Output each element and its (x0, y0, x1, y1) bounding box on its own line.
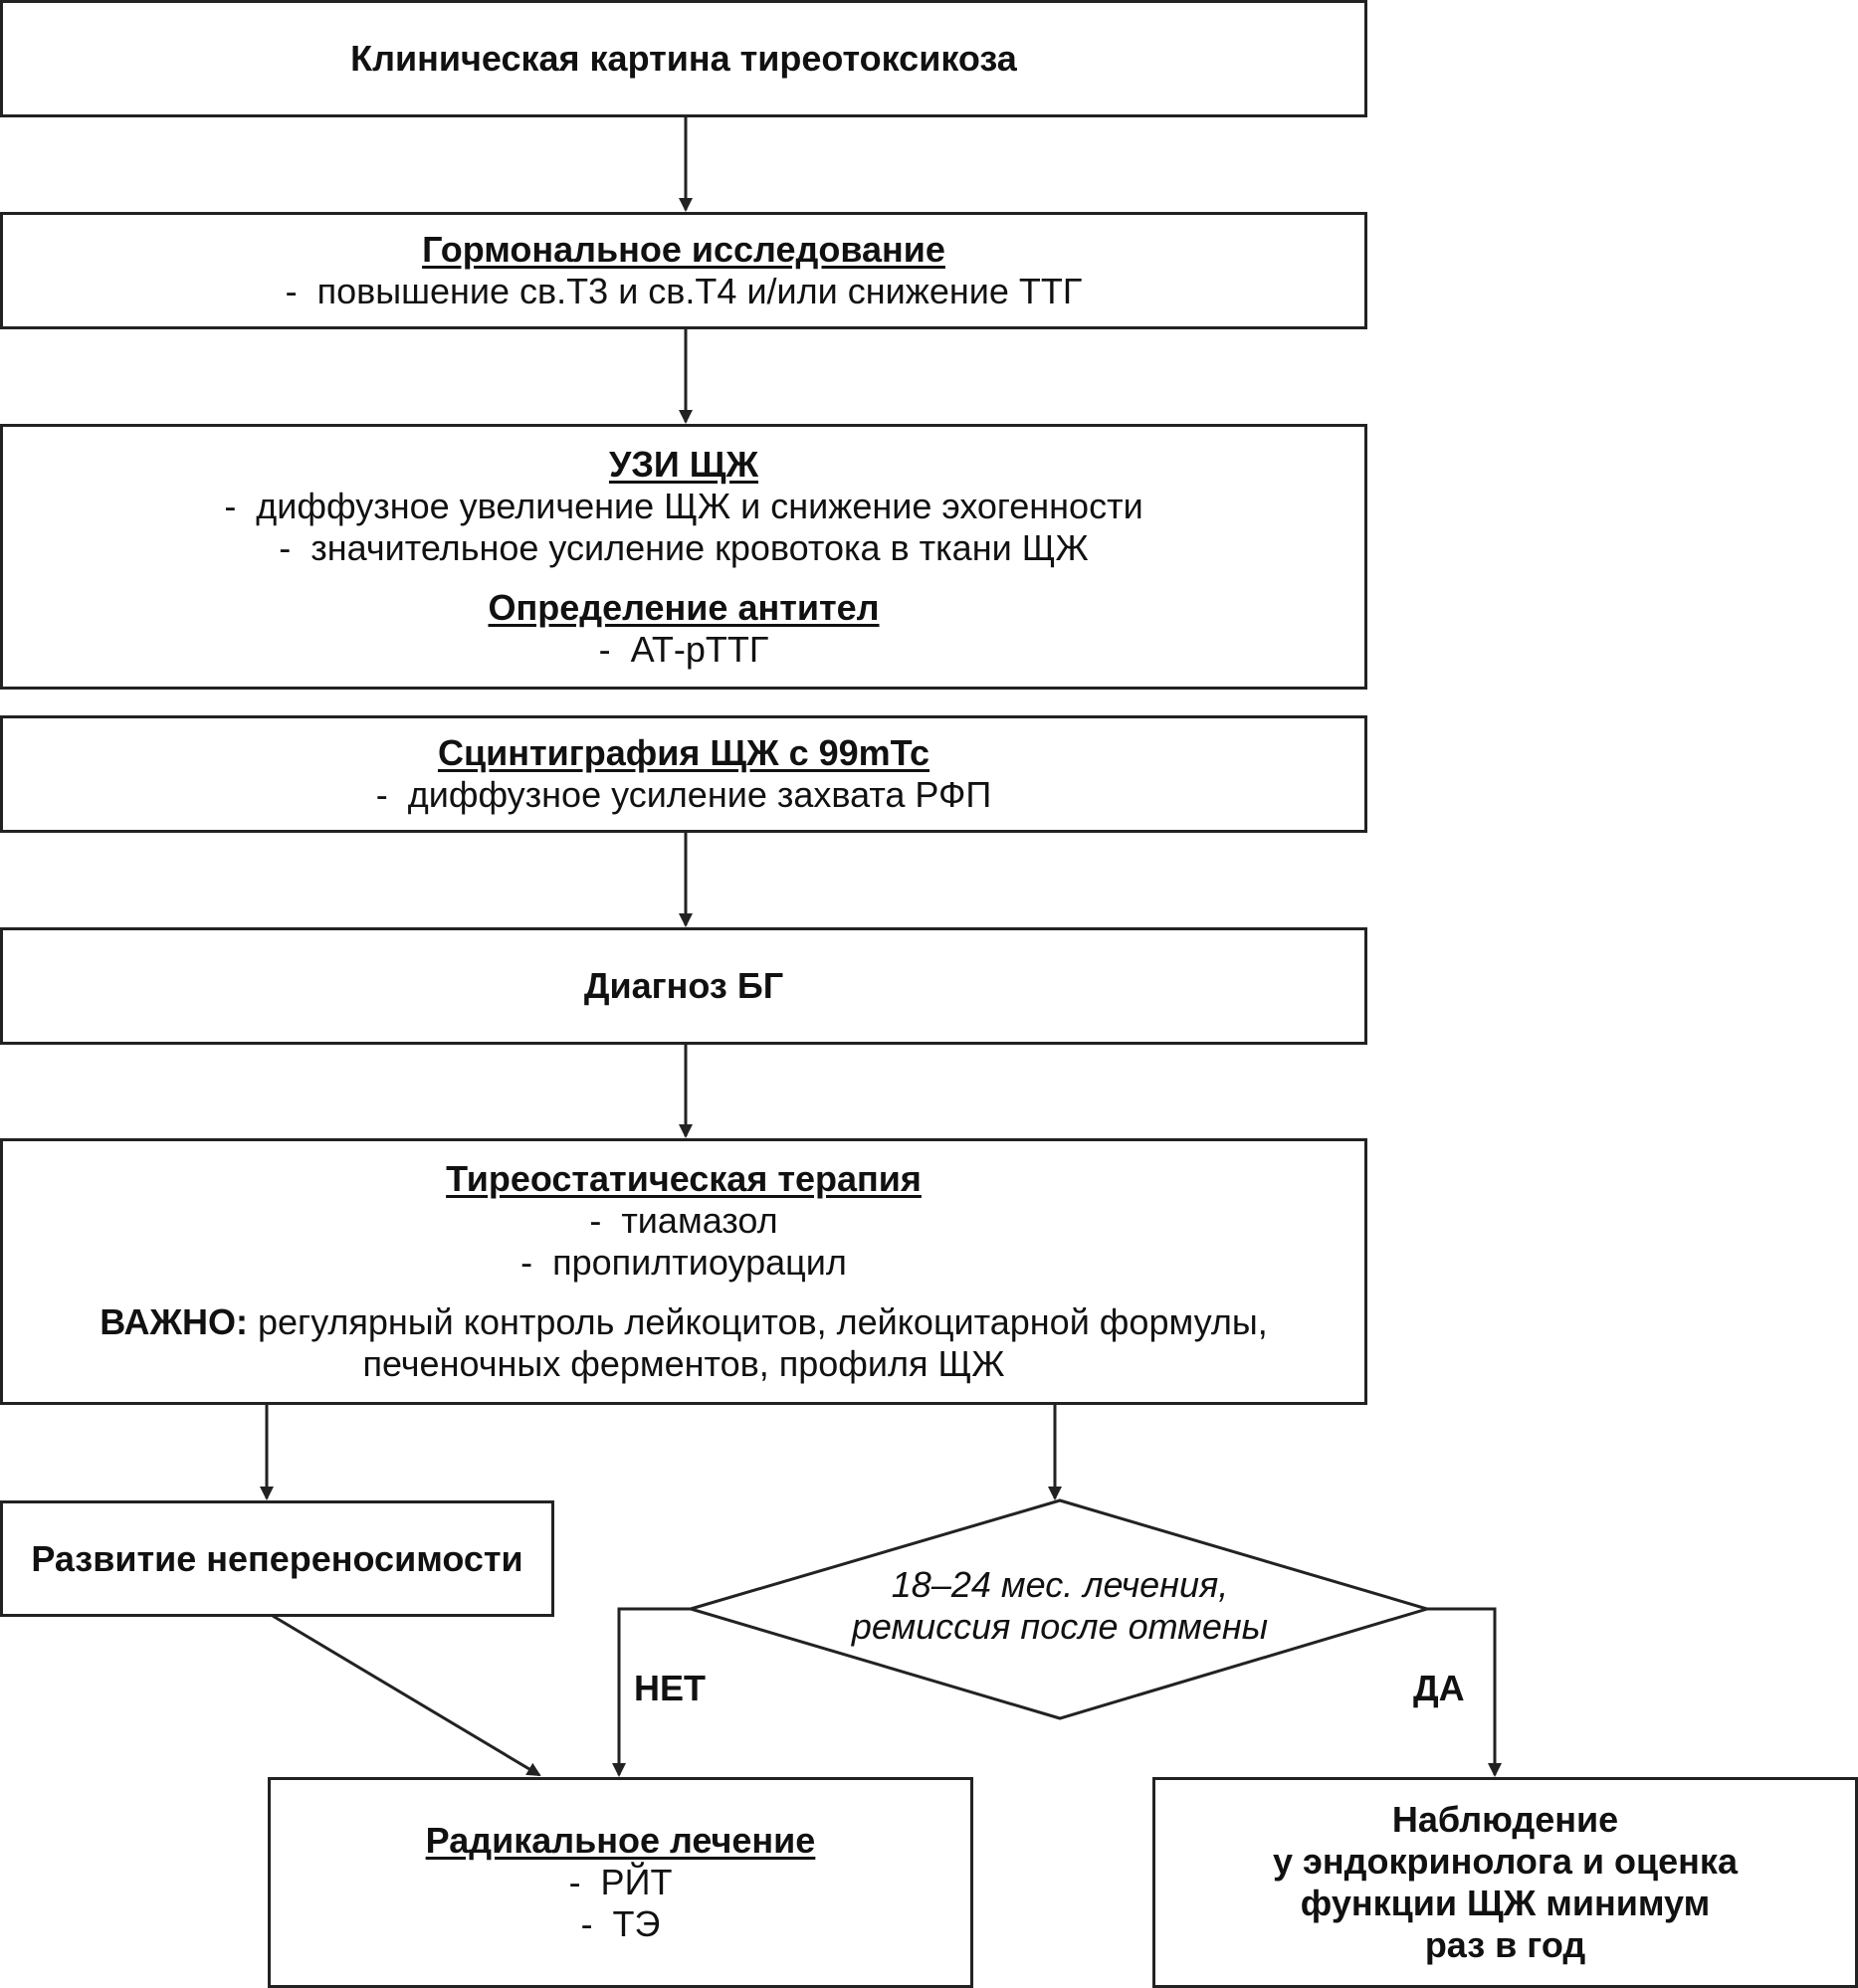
important-text: регулярный контроль лейкоцитов, лейкоцит… (248, 1301, 1268, 1342)
observation-line-2: у эндокринолога и оценка (1273, 1841, 1738, 1882)
therapy-important: ВАЖНО: регулярный контроль лейкоцитов, л… (100, 1301, 1267, 1343)
box-scintigraphy: Сцинтиграфия ЩЖ с 99mTc - диффузное усил… (0, 715, 1367, 833)
observation-line-3: функции ЩЖ минимум (1300, 1883, 1711, 1923)
radical-line-2: - ТЭ (580, 1903, 661, 1944)
decision-diamond (685, 1498, 1433, 1720)
box-observation: Наблюдение у эндокринолога и оценка функ… (1152, 1777, 1858, 1988)
decision-line-1: 18–24 мес. лечения, (891, 1564, 1229, 1605)
box-radical-treatment: Радикальное лечение - РЙТ - ТЭ (268, 1777, 973, 1988)
arrow-decision-yes (1427, 1607, 1502, 1777)
observation-line-4: раз в год (1424, 1924, 1586, 1965)
uzi-line-2: - значительное усиление кровотока в ткан… (279, 526, 1089, 568)
box-hormonal-study: Гормональное исследование - повышение св… (0, 212, 1367, 329)
label-yes: ДА (1413, 1668, 1465, 1708)
scint-heading: Сцинтиграфия ЩЖ с 99mTc (437, 732, 930, 773)
important-text-2: печеночных ферментов, профиля ЩЖ (362, 1343, 1005, 1384)
scint-line: - диффузное усиление захвата РФП (375, 774, 992, 815)
antibodies-heading: Определение антител (488, 586, 880, 628)
therapy-line-2: - пропилтиоурацил (520, 1242, 847, 1283)
important-label: ВАЖНО: (100, 1301, 249, 1342)
box-uzi: УЗИ ЩЖ - диффузное увеличение ЩЖ и сниже… (0, 424, 1367, 690)
decision-text: 18–24 мес. лечения, ремиссия после отмен… (776, 1564, 1343, 1648)
uzi-line-1: - диффузное увеличение ЩЖ и снижение эхо… (224, 485, 1143, 526)
therapy-heading: Тиреостатическая терапия (446, 1158, 922, 1199)
box-diagnosis: Диагноз БГ (0, 927, 1367, 1045)
hormonal-line: - повышение св.Т3 и св.Т4 и/или снижение… (285, 271, 1083, 311)
radical-heading: Радикальное лечение (425, 1820, 816, 1861)
clinical-title: Клиническая картина тиреотоксикоза (350, 38, 1017, 79)
diagnosis-title: Диагноз БГ (583, 965, 784, 1006)
uzi-heading: УЗИ ЩЖ (608, 443, 759, 485)
box-clinical-picture: Клиническая картина тиреотоксикоза (0, 0, 1367, 117)
box-intolerance: Развитие непереносимости (0, 1500, 554, 1617)
radical-line-1: - РЙТ (568, 1862, 673, 1902)
intolerance-title: Развитие непереносимости (31, 1537, 523, 1579)
therapy-line-1: - тиамазол (589, 1200, 778, 1241)
arrow-decision-no (612, 1607, 691, 1777)
observation-line-1: Наблюдение (1391, 1799, 1619, 1840)
arrow-intolerance-to-radical (272, 1614, 541, 1777)
decision-line-2: ремиссия после отмены (851, 1606, 1269, 1647)
hormonal-heading: Гормональное исследование (422, 229, 945, 270)
box-therapy: Тиреостатическая терапия - тиамазол - пр… (0, 1138, 1367, 1405)
antibodies-line: - АТ-рТТГ (598, 628, 769, 670)
label-no: НЕТ (634, 1668, 706, 1708)
